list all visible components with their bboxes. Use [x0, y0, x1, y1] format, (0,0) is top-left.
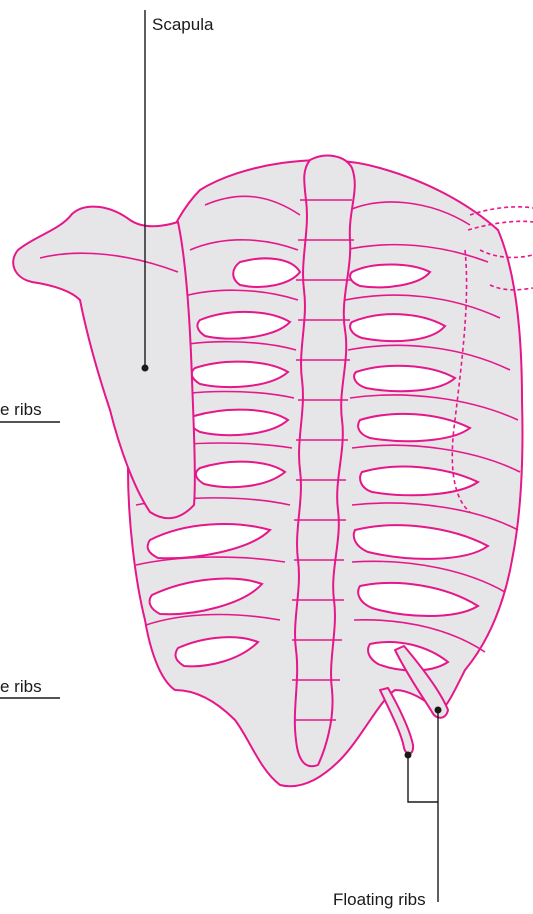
false-ribs-label: e ribs	[0, 677, 42, 696]
scapula-bone	[13, 207, 195, 519]
scapula-leader-dot	[142, 365, 149, 372]
true-ribs-callout: e ribs	[0, 400, 60, 422]
floating-ribs-bracket	[408, 710, 438, 902]
floating-rib-2	[380, 688, 413, 754]
true-ribs-label: e ribs	[0, 400, 42, 419]
false-ribs-callout: e ribs	[0, 677, 60, 698]
scapula-shape	[13, 207, 195, 519]
scapula-label: Scapula	[152, 15, 214, 34]
floating-ribs-label: Floating ribs	[333, 890, 426, 909]
